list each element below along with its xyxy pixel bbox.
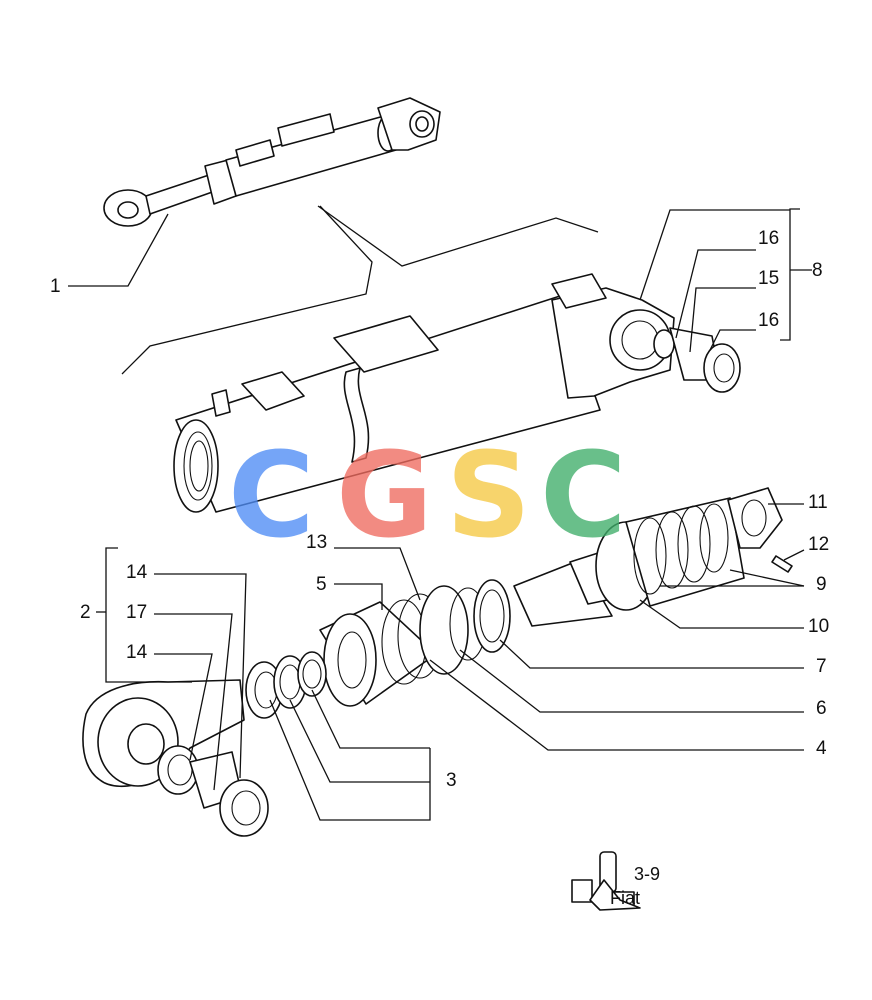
callout-11: 11 [808,492,828,513]
seal-set-3 [245,651,327,719]
callout-10: 10 [808,616,829,637]
callout-8: 8 [812,260,823,281]
section-break-lower [121,205,373,375]
gland-and-seals [319,579,511,707]
watermark-logo: C G S C [228,426,627,564]
callout-5: 5 [316,574,327,595]
reference-tools-icon: Fiat 3-9 [571,851,660,911]
watermark-letter-3: S [446,426,531,564]
callouts: 1 2 3 4 5 6 7 8 9 10 11 12 13 14 14 15 1… [50,228,829,791]
callout-1: 1 [50,276,61,297]
section-break-upper [317,205,599,267]
reference-tag-text: Fiat [610,888,640,908]
cylinder-barrel [173,273,675,513]
watermark-letter-2: G [336,426,433,564]
callout-2: 2 [80,602,91,623]
reference-label: 3-9 [634,864,660,884]
callout-9: 9 [816,574,827,595]
callout-15: 15 [758,268,779,289]
callout-16-lower: 16 [758,310,779,331]
leader-lines [68,208,812,821]
callout-7: 7 [816,656,827,677]
callout-6: 6 [816,698,827,719]
callout-4: 4 [816,738,827,759]
watermark-letter-1: C [228,426,315,564]
piston-rod-assembly [513,487,793,627]
callout-12: 12 [808,534,829,555]
callout-13: 13 [306,532,327,553]
rear-bushing-set [653,327,741,393]
callout-16-upper: 16 [758,228,779,249]
watermark-letter-4: C [540,426,627,564]
assembled-cylinder-overview [103,97,441,227]
callout-17: 17 [126,602,147,623]
rod-eye-assembly [82,679,269,837]
callout-3: 3 [446,770,457,791]
callout-14-lower: 14 [126,642,148,663]
callout-14-upper: 14 [126,562,148,583]
